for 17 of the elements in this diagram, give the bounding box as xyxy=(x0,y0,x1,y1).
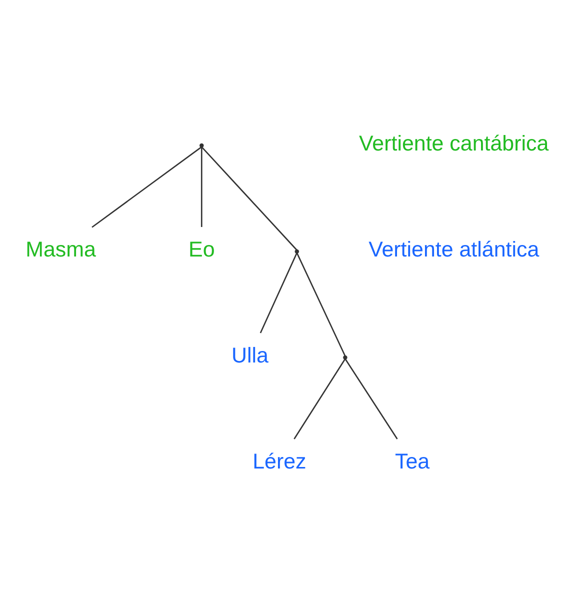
node-text: Lérez xyxy=(252,449,306,474)
node-point xyxy=(343,354,348,360)
label: Vertiente cantábrica xyxy=(359,131,549,156)
connector xyxy=(92,146,202,228)
node-point xyxy=(294,248,299,254)
connector xyxy=(344,358,398,439)
connector xyxy=(201,146,298,250)
node-text: Tea xyxy=(394,449,430,474)
node-point xyxy=(200,142,204,148)
node-text: Masma xyxy=(26,237,96,262)
connector xyxy=(296,252,346,356)
connector xyxy=(260,252,298,333)
connector xyxy=(294,358,346,439)
node-text: Ulla xyxy=(231,343,268,368)
label: Vertiente atlántica xyxy=(368,237,540,262)
node-text: Eo xyxy=(188,237,215,262)
connector xyxy=(200,146,202,226)
